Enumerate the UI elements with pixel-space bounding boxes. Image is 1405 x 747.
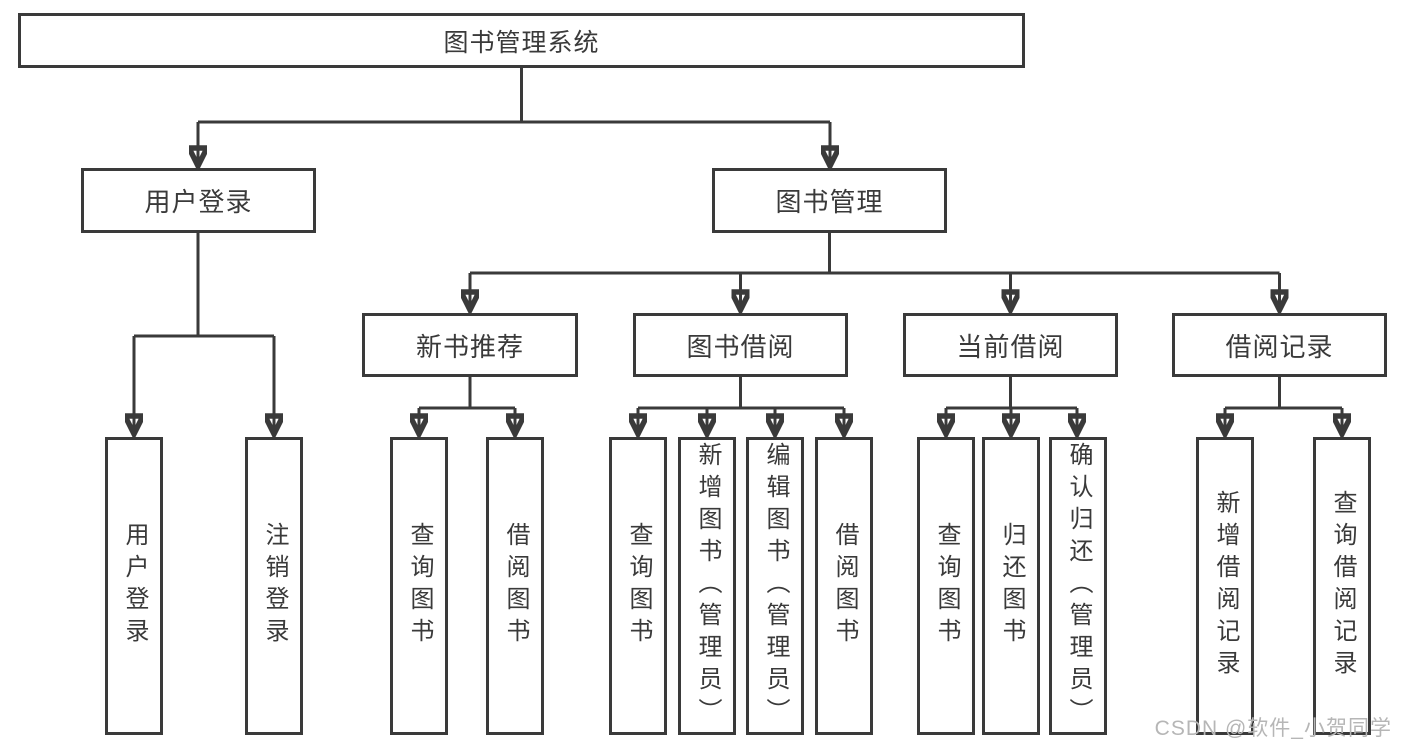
node-label: 图书管理系统	[443, 28, 600, 57]
leaf-current-confirm-return-admin: 确认归还（管理员）	[1049, 437, 1107, 735]
node-label: 注销登录	[261, 522, 288, 650]
connector-arrows	[134, 122, 1342, 434]
node-label: 借阅图书	[502, 522, 529, 650]
leaf-recommend-borrow-books: 借阅图书	[486, 437, 544, 735]
node-label: 查询图书	[625, 522, 652, 650]
node-borrowing-records: 借阅记录	[1172, 313, 1387, 377]
node-label: 查询借阅记录	[1329, 490, 1356, 682]
csdn-watermark: CSDN @软件_小贺同学	[1154, 717, 1392, 740]
node-label: 新增图书（管理员）	[694, 442, 721, 730]
node-current-borrowing: 当前借阅	[903, 313, 1118, 377]
node-book-management: 图书管理	[712, 168, 947, 233]
node-label: 图书管理	[775, 187, 884, 217]
leaf-records-query-record: 查询借阅记录	[1313, 437, 1371, 735]
node-label: 确认归还（管理员）	[1065, 442, 1092, 730]
connector-bars	[134, 68, 1342, 410]
node-label: 查询图书	[933, 522, 960, 650]
node-label: 用户登录	[121, 522, 148, 650]
node-label: 新书推荐	[415, 331, 524, 362]
leaf-logout: 注销登录	[245, 437, 303, 735]
leaf-borrowing-query-books: 查询图书	[609, 437, 667, 735]
leaf-user-login: 用户登录	[105, 437, 163, 735]
node-label: 用户登录	[144, 187, 253, 217]
leaf-records-add-record: 新增借阅记录	[1196, 437, 1254, 735]
node-label: 归还图书	[998, 522, 1025, 650]
node-label: 当前借阅	[956, 331, 1065, 362]
leaf-current-query-books: 查询图书	[917, 437, 975, 735]
node-label: 查询图书	[406, 522, 433, 650]
leaf-recommend-query-books: 查询图书	[390, 437, 448, 735]
node-label: 编辑图书（管理员）	[762, 442, 789, 730]
node-user-login: 用户登录	[81, 168, 316, 233]
leaf-current-return-books: 归还图书	[982, 437, 1040, 735]
node-label: 新增借阅记录	[1212, 490, 1239, 682]
leaf-borrowing-edit-books-admin: 编辑图书（管理员）	[746, 437, 804, 735]
node-label: 借阅图书	[831, 522, 858, 650]
leaf-borrowing-borrow-books: 借阅图书	[815, 437, 873, 735]
node-label: 借阅记录	[1225, 331, 1334, 362]
node-new-book-recommendation: 新书推荐	[362, 313, 578, 377]
node-library-management-system: 图书管理系统	[18, 13, 1025, 68]
node-book-borrowing: 图书借阅	[633, 313, 848, 377]
leaf-borrowing-add-books-admin: 新增图书（管理员）	[678, 437, 736, 735]
node-label: 图书借阅	[686, 331, 795, 362]
